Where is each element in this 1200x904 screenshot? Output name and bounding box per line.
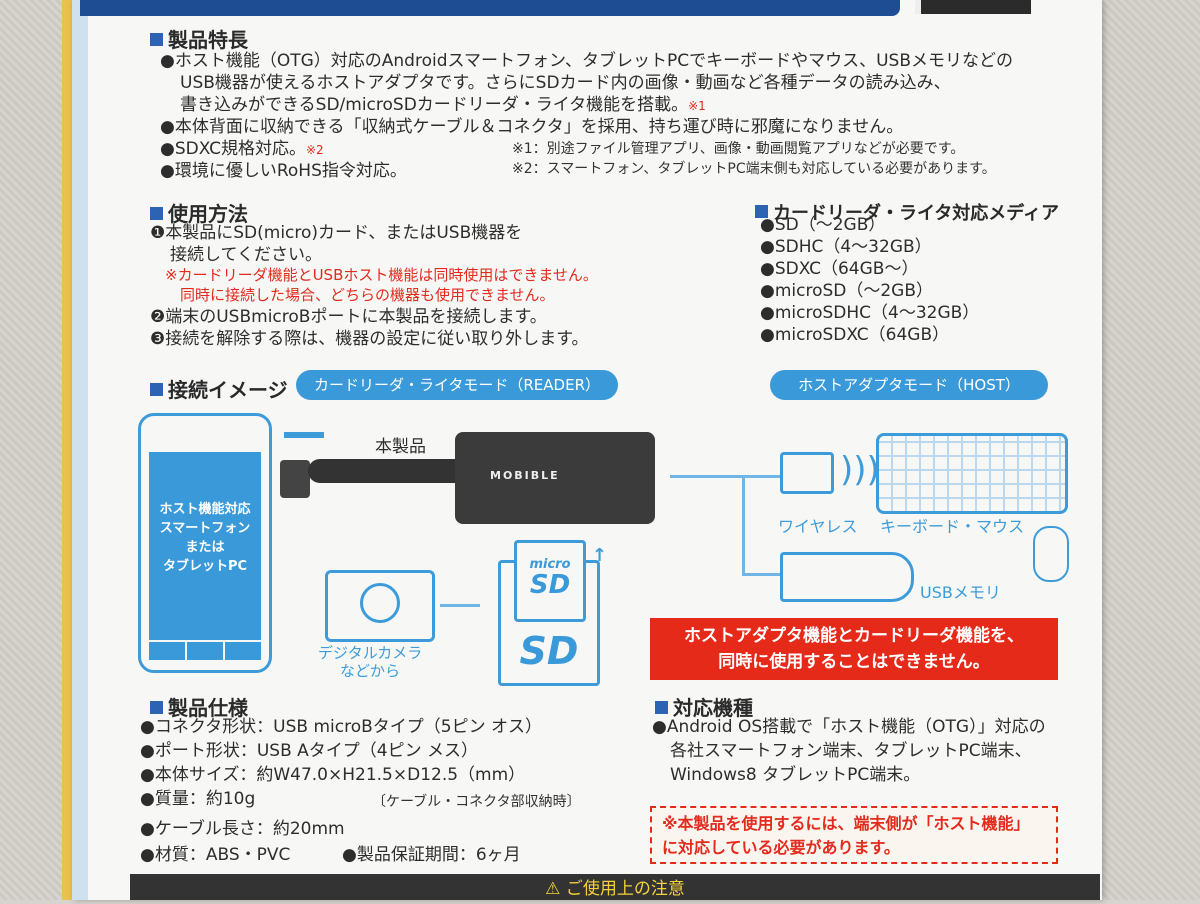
smartphone-illustration: ホスト機能対応 スマートフォン または タブレットPC [138, 413, 272, 673]
usage-step: ❶本製品にSD(micro)カード、またはUSB機器を [150, 223, 523, 243]
feature-line: ●本体背面に収納できる「収納式ケーブル＆コネクタ」を採用、持ち運び時に邪魔になり… [160, 117, 904, 137]
arrow-line [742, 475, 745, 575]
phone-text: ホスト機能対応 [159, 502, 251, 517]
arrow-line [742, 573, 780, 576]
micro-usb-plug [280, 460, 310, 498]
wireless-dongle-icon [780, 452, 834, 494]
feature-line: ●環境に優しいRoHS指令対応。 [160, 161, 407, 181]
feature-line: USB機器が使えるホストアダプタです。さらにSDカード内の画像・動画など各種デー… [180, 73, 951, 93]
spec-line: ●コネクタ形状：USB microBタイプ（5ピン オス） [140, 717, 542, 737]
spec-line: ●質量：約10g [140, 789, 256, 809]
right-arrow-icon [440, 604, 480, 607]
compat-warning: ※本製品を使用するには、端末側が「ホスト機能」 に対応している必要があります。 [650, 806, 1058, 864]
spec-line: ●ポート形状：USB Aタイプ（4ピン メス） [140, 741, 478, 761]
host-mode-label: ホストアダプタモード（HOST） [770, 370, 1048, 400]
usage-warning: ※カードリーダ機能とUSBホスト機能は同時使用はできません。 [165, 266, 598, 284]
phone-text: スマートフォン [159, 521, 251, 536]
compat-line: ●Android OS搭載で「ホスト機能（OTG）」対応の [652, 717, 1046, 737]
phone-text: タブレットPC [162, 559, 248, 574]
left-arrow-icon [284, 432, 324, 438]
spec-line: ●材質：ABS・PVC [140, 845, 291, 865]
compat-heading: 対応機種 [655, 692, 753, 721]
reader-mode-label: カードリーダ・ライタモード（READER） [296, 370, 618, 400]
footnote-2: ※2：スマートフォン、タブレットPC端末側も対応している必要があります。 [512, 161, 996, 177]
usage-step: ❸接続を解除する際は、機器の設定に従い取り外します。 [150, 329, 589, 349]
camera-label: などから [340, 662, 401, 680]
spec-line: ●本体サイズ：約W47.0×H21.5×D12.5（mm） [140, 765, 526, 785]
media-item: ●SDHC（4～32GB） [760, 237, 932, 257]
media-item: ●SD（～2GB） [760, 215, 886, 235]
connection-warning: ホストアダプタ機能とカードリーダ機能を、 同時に使用することはできません。 [650, 618, 1058, 680]
wireless-signal-icon: ))) [840, 450, 880, 490]
camera-icon [325, 570, 435, 642]
up-arrow-icon: ↑ [592, 545, 608, 566]
compat-line: 各社スマートフォン端末、タブレットPC端末、 [670, 741, 1032, 761]
footnote-1: ※1：別途ファイル管理アプリ、画像・動画閲覧アプリなどが必要です。 [512, 141, 965, 157]
usage-heading: 使用方法 [150, 198, 248, 227]
feature-line: 書き込みができるSD/microSDカードリーダ・ライタ機能を搭載。※1 [180, 95, 706, 115]
feature-line: ●SDXC規格対応。※2 [160, 139, 324, 159]
features-heading: 製品特長 [150, 24, 248, 53]
caution-banner: ⚠ ご使用上の注意 [130, 874, 1100, 900]
product-device: MOBIBLE [455, 432, 655, 524]
specs-heading: 製品仕様 [150, 692, 248, 721]
media-heading: カードリーダ・ライタ対応メディア [755, 199, 1059, 225]
keyboard-mouse-label: キーボード・マウス [880, 517, 1025, 536]
mouse-icon [1033, 526, 1069, 582]
arrow-line [670, 475, 750, 478]
product-label: 本製品 [375, 437, 426, 457]
warranty: ●製品保証期間：6ヶ月 [342, 845, 521, 865]
media-item: ●microSD（～2GB） [760, 281, 934, 301]
spec-line: ●ケーブル長さ：約20mm [140, 819, 345, 839]
phone-text: または [185, 540, 225, 555]
device-brand: MOBIBLE [490, 469, 560, 482]
feature-line: ●ホスト機能（OTG）対応のAndroidスマートフォン、タブレットPCでキーボ… [160, 51, 1013, 71]
wireless-label: ワイヤレス [778, 517, 858, 536]
cable [308, 459, 458, 483]
media-item: ●microSDXC（64GB） [760, 325, 950, 345]
media-item: ●microSDHC（4～32GB） [760, 303, 980, 323]
usage-step: 接続してください。 [170, 245, 322, 265]
arrow-line [742, 475, 780, 478]
usb-memory-label: USBメモリ [920, 583, 1001, 602]
microsd-card-icon: micro SD [514, 540, 586, 622]
media-item: ●SDXC（64GB～） [760, 259, 919, 279]
usb-memory-icon [780, 552, 914, 602]
qr-code [915, 0, 1031, 14]
usage-warning: 同時に接続した場合、どちらの機器も使用できません。 [180, 286, 555, 304]
connection-heading: 接続イメージ [150, 374, 288, 403]
keyboard-icon [876, 433, 1068, 514]
usage-step: ❷端末のUSBmicroBポートに本製品を接続します。 [150, 307, 547, 327]
camera-label: デジタルカメラ [318, 644, 423, 662]
compat-line: Windows8 タブレットPC端末。 [670, 765, 921, 785]
spec-note: 〔ケーブル・コネクタ部収納時〕 [372, 794, 581, 810]
top-band [80, 0, 900, 16]
